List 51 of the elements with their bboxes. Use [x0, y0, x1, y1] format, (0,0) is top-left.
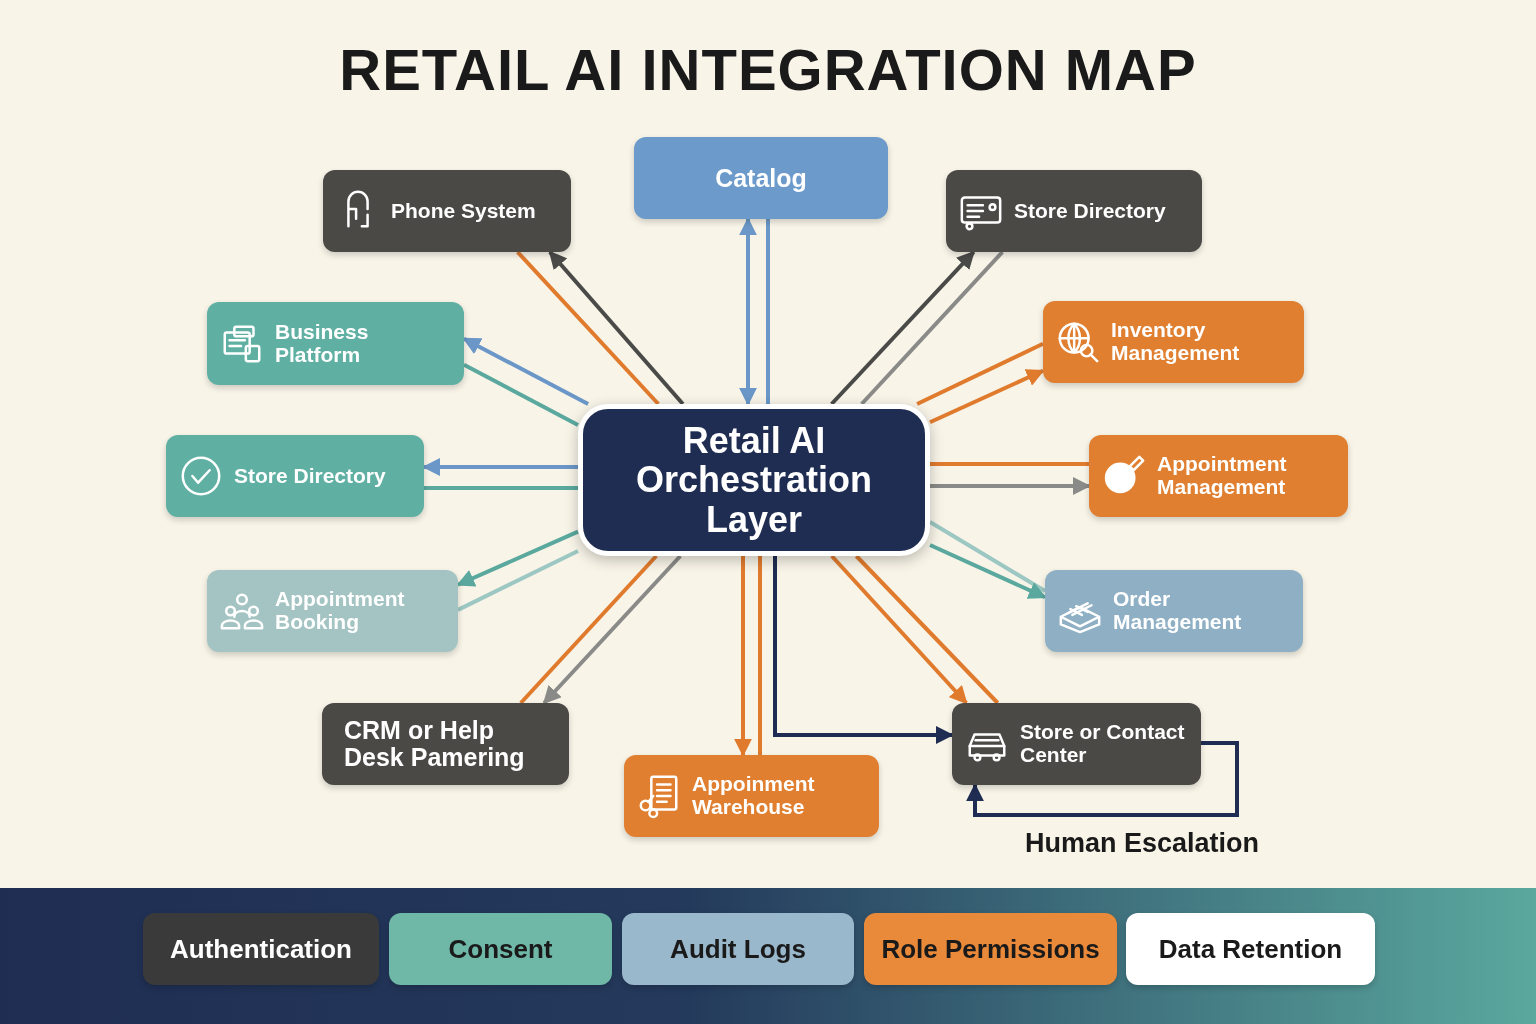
node-label: Appointment Management	[1157, 453, 1288, 499]
connector-arrow	[462, 336, 590, 406]
integration-box	[634, 137, 888, 219]
connector-arrow	[930, 477, 1091, 495]
policy-pill	[143, 913, 379, 985]
node-label: Retail AI Orchestration Layer	[634, 420, 874, 540]
connector-arrow	[456, 529, 579, 587]
node-label: Business Platform	[275, 320, 370, 367]
integration-box	[624, 755, 879, 837]
node-label: Order Management	[1113, 588, 1243, 634]
policy-label: Data Retention	[1158, 934, 1343, 964]
connector-arrow	[548, 250, 685, 406]
node-label: Store Directory	[234, 464, 386, 488]
policy-label: Audit Logs	[670, 934, 806, 964]
connector-arrow	[830, 554, 968, 705]
node-label: Phone System	[391, 199, 536, 223]
connector-arrow	[734, 556, 752, 757]
diagram-title: RETAIL AI INTEGRATION MAP	[338, 36, 1198, 103]
connector-arrow	[966, 741, 1239, 817]
node-label: Store or Contact Center	[1020, 721, 1186, 767]
orchestration-box	[578, 404, 930, 556]
node-label: CRM or Help Desk Pamering	[344, 717, 526, 771]
integration-box	[1089, 435, 1348, 517]
connector-arrow	[739, 217, 757, 406]
integration-box	[323, 170, 571, 252]
node-label: Appoinment Warehouse	[692, 773, 816, 819]
node-label: Inventory Management	[1111, 319, 1241, 365]
connector-arrow	[773, 556, 954, 744]
policy-label: Authentication	[170, 934, 352, 964]
node-label: Store Directory	[1014, 199, 1166, 223]
integration-box	[1043, 301, 1304, 383]
connector-arrow	[542, 554, 682, 705]
policy-label: Role Permissions	[881, 934, 1100, 964]
node-label: Appointment Booking	[275, 588, 406, 634]
policy-label: Consent	[448, 934, 553, 964]
integration-box	[207, 570, 458, 652]
policy-pill	[389, 913, 612, 985]
integration-box	[1045, 570, 1303, 652]
connector-arrow	[929, 543, 1047, 600]
policy-pill	[864, 913, 1117, 985]
integration-box	[952, 703, 1201, 785]
integration-box	[946, 170, 1202, 252]
integration-box	[322, 703, 569, 785]
integration-box	[166, 435, 424, 517]
connector-arrow	[422, 458, 578, 476]
connector-arrow	[830, 250, 976, 406]
integration-box	[207, 302, 464, 385]
connector-arrow	[929, 368, 1045, 425]
policy-pill	[1126, 913, 1375, 985]
node-label: Catalog	[715, 164, 807, 192]
policy-pill	[622, 913, 854, 985]
